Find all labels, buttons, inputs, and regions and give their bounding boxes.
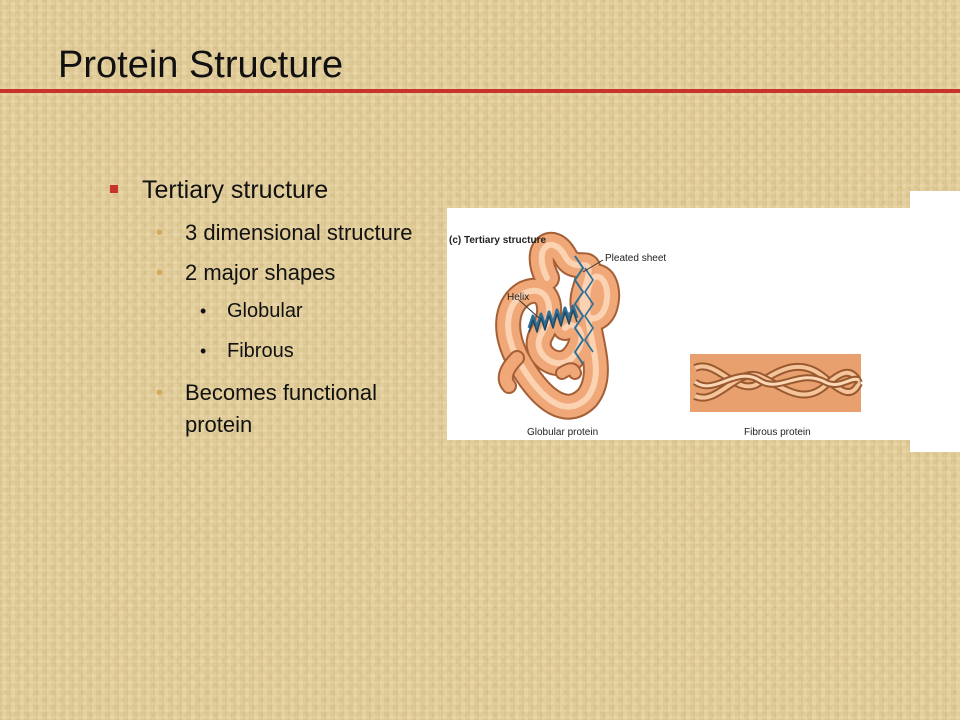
bullet-3d-text: 3 dimensional structure [185, 220, 413, 245]
bullet-tertiary: Tertiary structure [108, 176, 448, 205]
figure-backdrop [910, 191, 960, 452]
dot-bullet-icon: • [200, 301, 207, 321]
globular-protein-illustration [495, 231, 621, 420]
dot-bullet-icon: • [156, 382, 164, 404]
bullet-shapes: • 2 major shapes [108, 257, 448, 289]
square-bullet-icon [110, 185, 118, 193]
fibrous-caption: Fibrous protein [744, 427, 811, 438]
bullet-list: Tertiary structure • 3 dimensional struc… [108, 176, 448, 449]
dot-bullet-icon: • [156, 222, 164, 244]
bullet-fibrous: • Fibrous [108, 337, 448, 365]
tertiary-structure-figure: (c) Tertiary structure Pleated sheet Hel… [447, 208, 910, 440]
dot-bullet-icon: • [156, 262, 164, 284]
slide-title: Protein Structure [58, 44, 344, 86]
pleated-sheet-icon [573, 255, 585, 365]
bullet-globular: • Globular [108, 297, 448, 325]
helix-coil-icon [527, 304, 579, 330]
globular-caption: Globular protein [527, 427, 599, 438]
figure-heading: (c) Tertiary structure [449, 235, 547, 246]
figure-illustration [495, 231, 863, 420]
title-underline [0, 89, 960, 93]
pleated-sheet-label: Pleated sheet [605, 253, 667, 264]
bullet-functional: • Becomes functional protein [108, 377, 448, 441]
bullet-3d: • 3 dimensional structure [108, 217, 448, 249]
bullet-functional-text: Becomes functional protein [185, 380, 377, 437]
bullet-tertiary-text: Tertiary structure [142, 176, 329, 204]
dot-bullet-icon: • [200, 341, 207, 361]
bullet-fibrous-text: Fibrous [227, 340, 294, 362]
helix-label: Helix [507, 292, 530, 303]
fibrous-protein-illustration [690, 354, 863, 412]
bullet-shapes-text: 2 major shapes [185, 260, 336, 285]
bullet-globular-text: Globular [227, 300, 303, 322]
